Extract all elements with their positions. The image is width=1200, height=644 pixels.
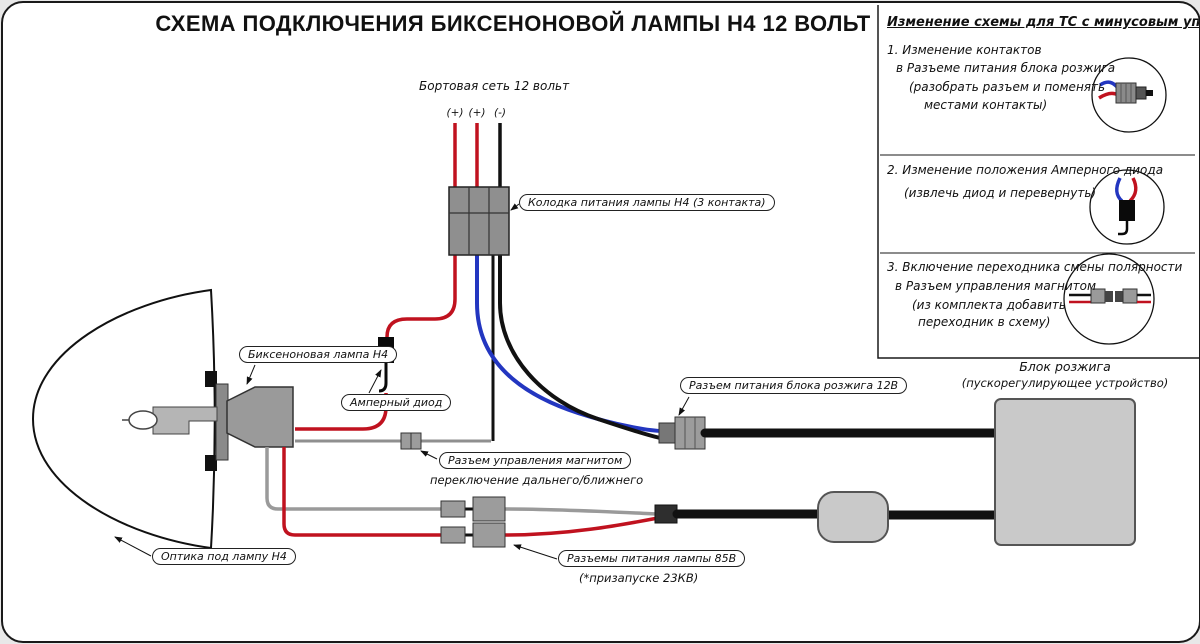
connector-swap-icon xyxy=(1091,57,1167,133)
wiring-diagram-canvas xyxy=(31,5,1199,560)
panel-item2-line1: 2. Изменение положения Амперного диода xyxy=(887,163,1164,177)
panel-item1-line4: местами контакты) xyxy=(924,98,1048,112)
lamp-connector-callout: Колодка питания лампы H4 (3 контакта) xyxy=(519,194,775,211)
ignition-unit-box xyxy=(994,398,1136,546)
ignition-unit-label-line1: Блок розжига xyxy=(1019,359,1111,374)
signal-wires xyxy=(265,255,666,537)
panel-title: Изменение схемы для ТС с минусовым управ… xyxy=(887,15,1200,30)
diode-callout: Амперный диод xyxy=(341,394,452,411)
page-title: СХЕМА ПОДКЛЮЧЕНИЯ БИКСЕНОНОВОЙ ЛАМПЫ H4 … xyxy=(155,11,871,36)
ignition-connector-callout: Разъем питания блока розжига 12В xyxy=(680,377,908,394)
pin-plus-2: (+) xyxy=(468,107,486,119)
panel-item3-line2: в Разъем управления магнитом xyxy=(895,279,1097,293)
panel-item3-line1: 3. Включение переходника смены полярност… xyxy=(887,260,1183,274)
thick-cables xyxy=(654,428,1001,524)
panel-frame xyxy=(877,5,1199,359)
leader-lines xyxy=(114,203,690,560)
panel-item1-line1: 1. Изменение контактов xyxy=(887,43,1042,57)
diode-flip-icon xyxy=(1089,169,1165,245)
lamp-feed-connector-block xyxy=(448,186,510,256)
magnet-callout-line2: переключение дальнего/ближнего xyxy=(430,473,644,487)
lamp-assembly xyxy=(122,371,294,471)
lamp-callout: Биксеноновая лампа H4 xyxy=(239,346,398,363)
polarity-adapter-icon xyxy=(1063,253,1155,345)
panel-item3-line4: переходник в схему) xyxy=(918,315,1051,329)
panel-item1-line2: в Разъеме питания блока розжига xyxy=(896,61,1116,75)
supply-wires xyxy=(453,123,502,187)
optics-callout: Оптика под лампу H4 xyxy=(152,548,296,565)
lamp-power-callout-line2: (*призапуске 23КВ) xyxy=(579,571,699,585)
ignition-unit-label-line2: (пускорегулирующее устройство) xyxy=(961,376,1169,390)
pin-minus: (-) xyxy=(494,107,506,119)
supply-net-label: Бортовая сеть 12 вольт xyxy=(419,79,570,93)
magnet-callout-line1: Разъем управления магнитом xyxy=(439,452,632,469)
panel-item2-line2: (извлечь диод и перевернуть) xyxy=(904,186,1097,200)
panel-item3-line3: (из комплекта добавить xyxy=(912,298,1066,312)
ignition-connector-12v xyxy=(658,416,706,450)
pin-plus-1: (+) xyxy=(446,107,464,119)
panel-item1-line3: (разобрать разъем и поменять xyxy=(909,80,1106,94)
magnet-connector xyxy=(400,432,422,450)
lamp-power-connectors xyxy=(440,496,506,548)
ignitor-box xyxy=(817,491,889,543)
lamp-power-callout-line1: Разъемы питания лампы 85В xyxy=(558,550,746,567)
